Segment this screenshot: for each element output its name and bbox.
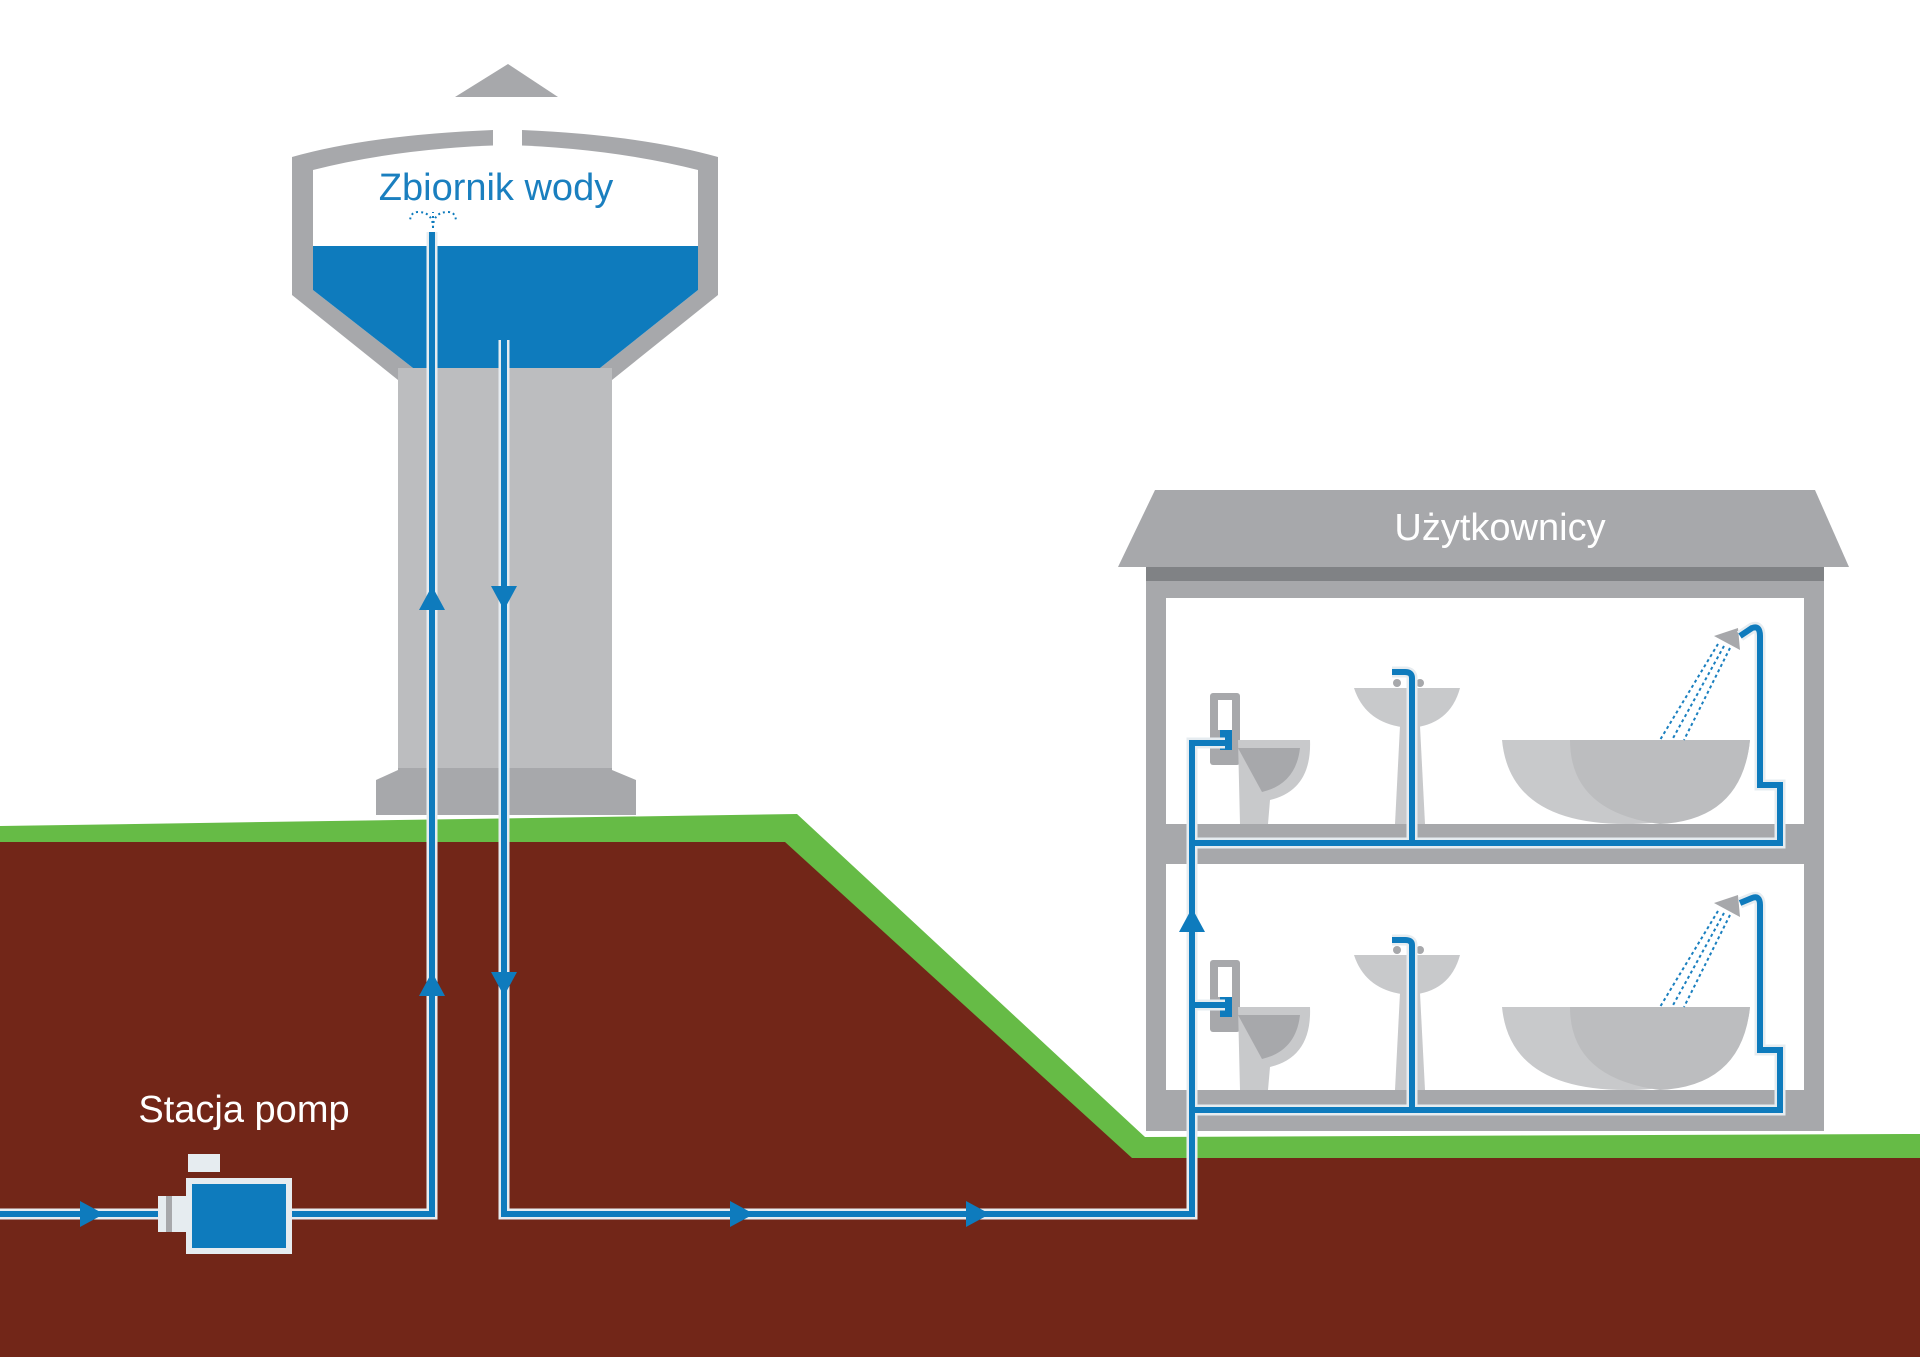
bathtub-icon xyxy=(1502,1007,1750,1090)
flow-arrows xyxy=(80,586,1205,1227)
flow-arrow-icon xyxy=(966,1201,990,1227)
flow-arrow-icon xyxy=(491,586,517,610)
pump-motor-top xyxy=(188,1154,220,1172)
flow-arrow-icon xyxy=(491,972,517,996)
flow-arrow-icon xyxy=(419,972,445,996)
flow-arrow-icon xyxy=(730,1201,754,1227)
tower-cap xyxy=(455,64,558,97)
fountain-icon xyxy=(409,210,457,229)
pump-housing xyxy=(192,1184,286,1248)
roof xyxy=(1118,490,1849,567)
flow-arrow-icon xyxy=(1179,908,1205,932)
roof-beam xyxy=(1146,567,1824,581)
grass-line xyxy=(0,814,1920,1158)
soil xyxy=(0,840,1920,1357)
tank-label: Zbiornik wody xyxy=(379,167,613,209)
users-label: Użytkownicy xyxy=(1394,507,1605,549)
shower-icon xyxy=(1659,628,1740,741)
toilet-icon xyxy=(1210,960,1311,1090)
fixtures-upper xyxy=(1210,628,1750,824)
ground xyxy=(0,814,1920,1357)
bathtub-icon xyxy=(1502,740,1750,824)
flow-arrow-icon xyxy=(419,586,445,610)
tank-water xyxy=(313,246,698,368)
pipe-network xyxy=(0,232,1786,1220)
flow-arrow-icon xyxy=(80,1201,104,1227)
pump-icon xyxy=(158,1154,292,1254)
shower-icon xyxy=(1659,895,1740,1008)
pump-station-label: Stacja pomp xyxy=(138,1089,349,1131)
